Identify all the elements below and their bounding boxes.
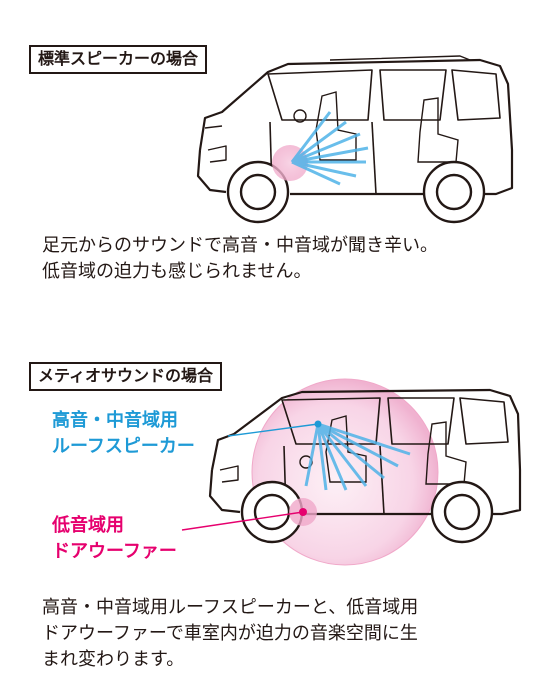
section1-caption-line1: 足元からのサウンドで高音・中音域が聞き辛い。 — [42, 235, 438, 256]
section2-caption-line2: ドアウーファーで車室内が迫力の音楽空間に生 — [42, 623, 418, 644]
door-woofer-label-line2: ドアウーファー — [52, 541, 177, 562]
sound-beams-2 — [304, 422, 411, 491]
door-woofer-label-line1: 低音域用 — [52, 515, 124, 536]
door-woofer-leader — [181, 511, 304, 531]
section1-title: 標準スピーカーの場合 — [29, 45, 208, 74]
section2-caption-line3: まれ変わります。 — [42, 649, 185, 670]
roof-speaker-leader — [227, 423, 319, 437]
section2-caption-line1: 高音・中音域用ルーフスピーカーと、低音域用 — [42, 597, 419, 618]
roof-speaker-label-line1: 高音・中音域用 — [52, 410, 178, 431]
roof-speaker-label-line2: ルーフスピーカー — [52, 436, 195, 457]
sound-beams-1 — [290, 111, 369, 186]
section1-caption-line2: 低音域の迫力も感じられません。 — [42, 261, 312, 282]
wheels-car-1 — [226, 160, 486, 224]
wheels-car-2 — [240, 480, 494, 544]
section2-title: メティオサウンドの場合 — [29, 362, 223, 391]
